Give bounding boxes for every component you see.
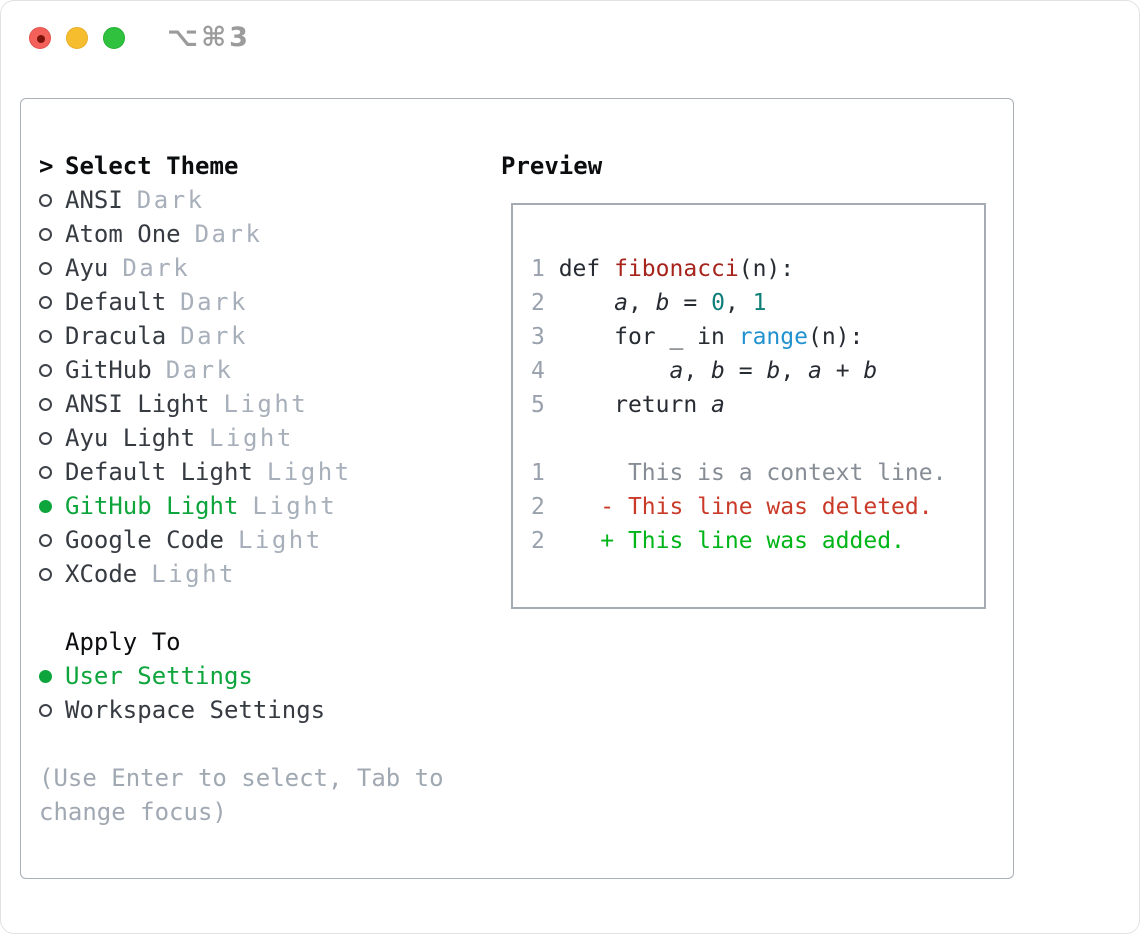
code-line: 3 for _ in range(n): [531, 324, 864, 350]
theme-name: ANSI Light [65, 390, 210, 418]
apply-to-header-row: Apply To [39, 625, 484, 659]
code-line: 4 a, b = b, a + b [531, 358, 878, 384]
theme-name: XCode [65, 560, 138, 588]
maximize-button[interactable] [103, 27, 125, 49]
theme-name: Default [65, 288, 167, 316]
theme-name: Ayu [65, 254, 109, 282]
theme-variant-badge: Dark [165, 356, 234, 384]
theme-option[interactable]: GitHub Light Light [39, 489, 484, 523]
theme-option[interactable]: Default Light Light [39, 455, 484, 489]
spacer-row [39, 591, 484, 625]
code-line: 5 return a [531, 392, 725, 418]
close-dot-icon [37, 35, 45, 43]
radio-icon [39, 431, 52, 445]
close-button[interactable] [29, 27, 51, 49]
diff-context-line: 1 This is a context line. [531, 460, 947, 486]
theme-list-header-row: > Select Theme [39, 149, 484, 183]
theme-variant-badge: Dark [122, 254, 191, 282]
radio-icon [39, 261, 52, 275]
help-text-line: change focus) [39, 798, 227, 826]
theme-variant-badge: Light [266, 458, 352, 486]
theme-variant-badge: Dark [136, 186, 205, 214]
theme-option[interactable]: ANSI Light Light [39, 387, 484, 421]
theme-option[interactable]: Atom One Dark [39, 217, 484, 251]
code-preview: 1 def fibonacci(n): 2 a, b = 0, 1 3 for … [531, 252, 946, 558]
theme-name: Default Light [65, 458, 253, 486]
diff-added-line: 2 + This line was added. [531, 528, 905, 554]
radio-icon [39, 499, 52, 513]
code-line: 2 a, b = 0, 1 [531, 290, 767, 316]
minimize-button[interactable] [66, 27, 88, 49]
theme-name: Google Code [65, 526, 224, 554]
radio-icon [39, 533, 52, 547]
code-line: 1 def fibonacci(n): [531, 256, 795, 282]
radio-icon [39, 397, 52, 411]
radio-icon [39, 193, 52, 207]
diff-deleted-line: 2 - This line was deleted. [531, 494, 933, 520]
theme-variant-badge: Light [209, 424, 294, 452]
window-shortcut-label: ⌥⌘3 [167, 22, 251, 53]
theme-variant-badge: Light [151, 560, 236, 588]
blank-line [531, 422, 946, 456]
theme-option[interactable]: Ayu Light Light [39, 421, 484, 455]
apply-option[interactable]: User Settings [39, 659, 484, 693]
theme-name: ANSI [65, 186, 123, 214]
theme-name: Dracula [65, 322, 167, 350]
radio-icon [39, 329, 52, 343]
apply-option-name: Workspace Settings [65, 696, 326, 724]
theme-option[interactable]: Default Dark [39, 285, 484, 319]
prompt-icon: > [39, 152, 54, 180]
theme-name: GitHub [65, 356, 152, 384]
radio-icon [39, 567, 52, 581]
theme-name: Ayu Light [65, 424, 196, 452]
radio-icon [39, 227, 52, 241]
theme-variant-badge: Light [252, 492, 338, 520]
spacer-row [39, 727, 484, 761]
theme-option[interactable]: ANSI Dark [39, 183, 484, 217]
theme-variant-badge: Dark [180, 288, 248, 316]
theme-variant-badge: Light [237, 526, 323, 554]
apply-option-name: User Settings [65, 662, 253, 690]
theme-name: GitHub Light [65, 492, 239, 520]
preview-box [511, 203, 986, 609]
apply-option[interactable]: Workspace Settings [39, 693, 484, 727]
theme-variant-badge: Dark [194, 220, 263, 248]
help-text-line: (Use Enter to select, Tab to [39, 764, 444, 792]
theme-list-header: Select Theme [65, 152, 239, 180]
apply-to-header: Apply To [65, 628, 181, 656]
theme-variant-badge: Dark [180, 322, 248, 350]
radio-icon [39, 295, 52, 309]
radio-icon [39, 703, 52, 717]
theme-option[interactable]: Ayu Dark [39, 251, 484, 285]
theme-variant-badge: Light [223, 390, 309, 418]
theme-option[interactable]: Dracula Dark [39, 319, 484, 353]
theme-name: Atom One [65, 220, 181, 248]
theme-option[interactable]: GitHub Dark [39, 353, 484, 387]
theme-option[interactable]: Google Code Light [39, 523, 484, 557]
radio-icon [39, 465, 52, 479]
theme-option[interactable]: XCode Light [39, 557, 484, 591]
radio-icon [39, 669, 52, 683]
radio-icon [39, 363, 52, 377]
preview-header: Preview [501, 152, 603, 180]
